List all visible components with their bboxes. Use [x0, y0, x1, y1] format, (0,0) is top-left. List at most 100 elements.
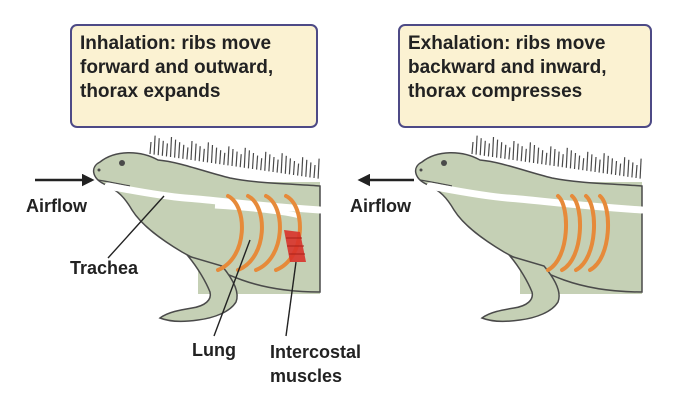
- crest-spike: [313, 164, 316, 179]
- callout-line: forward and outward,: [80, 57, 274, 78]
- dorsal-crest: [149, 135, 320, 179]
- rib: [574, 194, 596, 272]
- crest-spike: [594, 156, 597, 173]
- crest-spike: [210, 144, 214, 164]
- inhalation-callout: Inhalation: ribs move forward and outwar…: [70, 24, 318, 128]
- trachea-airway: [104, 182, 324, 214]
- crest-spike: [305, 159, 308, 177]
- crest-spike: [483, 140, 486, 156]
- crest-spike: [475, 135, 478, 155]
- crest-spike: [153, 135, 156, 155]
- crest-spike: [223, 152, 226, 165]
- crest-spike: [243, 147, 246, 168]
- crest-spike: [157, 138, 160, 156]
- crest-spike: [537, 147, 540, 164]
- crest-spike: [268, 154, 271, 172]
- crest-spike: [292, 160, 296, 176]
- crest-spike: [553, 148, 556, 167]
- crest-spike: [573, 152, 577, 170]
- crest-spike: [606, 155, 609, 174]
- rib: [560, 194, 582, 272]
- crest-spike: [284, 155, 287, 174]
- crest-spike: [231, 148, 234, 167]
- airflow-label-inhalation: Airflow: [26, 196, 87, 216]
- crest-spike: [182, 144, 185, 159]
- crest-spike: [565, 147, 568, 168]
- crest-spike: [276, 159, 279, 173]
- intercostal-muscles-label: Intercostal muscles: [270, 340, 361, 388]
- iguana-inhalation: [35, 135, 324, 337]
- crest-spike: [256, 155, 259, 170]
- crest-spike: [582, 158, 585, 171]
- crest-spike: [198, 146, 201, 162]
- crest-spike: [602, 153, 605, 174]
- crest-spike: [479, 138, 482, 156]
- crest-spike: [272, 156, 275, 173]
- dorsal-crest: [471, 135, 642, 179]
- crest-spike: [549, 146, 552, 166]
- trachea-leader: [107, 195, 165, 259]
- rib: [236, 194, 264, 272]
- crest-spike: [541, 150, 544, 165]
- rib: [254, 194, 282, 272]
- crest-spike: [264, 151, 267, 171]
- exhalation-callout: Exhalation: ribs move backward and inwar…: [398, 24, 652, 128]
- crest-spike: [623, 157, 626, 177]
- crest-spike: [487, 143, 490, 157]
- crest-spike: [598, 159, 601, 173]
- crest-spike: [206, 142, 209, 163]
- crest-spike: [496, 139, 499, 158]
- crest-spike: [149, 141, 152, 155]
- crest-spike: [500, 142, 503, 159]
- trachea-label: Trachea: [70, 258, 139, 278]
- rib: [588, 194, 610, 272]
- crest-spike: [194, 143, 197, 161]
- intercostal-label-line: Intercostal: [270, 342, 362, 362]
- crest-spike: [219, 150, 222, 165]
- crest-spike: [227, 146, 230, 166]
- crest-spike: [251, 152, 255, 170]
- crest-spike: [301, 157, 304, 177]
- crest-spike: [578, 155, 581, 170]
- crest-spike: [202, 148, 205, 162]
- crest-spike: [186, 147, 189, 160]
- crest-spike: [619, 163, 622, 176]
- crest-spike: [235, 151, 238, 167]
- crest-spike: [317, 158, 320, 179]
- crest-spike: [516, 143, 519, 161]
- crest-spike: [288, 158, 291, 175]
- crest-spike: [508, 147, 511, 160]
- crest-spike: [557, 151, 560, 167]
- lung: [214, 203, 301, 219]
- crest-spike: [524, 148, 527, 162]
- crest-spike: [610, 158, 613, 175]
- crest-spike: [545, 152, 548, 165]
- crest-spike: [174, 139, 177, 158]
- crest-spike: [590, 154, 593, 172]
- crest-spike: [586, 151, 589, 171]
- crest-spike: [639, 158, 642, 179]
- crest-spike: [520, 146, 523, 162]
- rib: [216, 194, 244, 272]
- intercostal-leader: [285, 261, 297, 337]
- crest-spike: [247, 150, 250, 169]
- callout-line: thorax expands: [80, 81, 221, 102]
- crest-spike: [280, 153, 283, 174]
- callout-line: Exhalation: ribs move: [408, 33, 606, 54]
- crest-spike: [561, 154, 564, 168]
- crest-spike: [297, 163, 300, 176]
- iguana-exhalation: [357, 135, 646, 323]
- crest-spike: [169, 136, 173, 158]
- crest-spike: [631, 162, 634, 178]
- airflow-label-exhalation: Airflow: [350, 196, 411, 216]
- callout-line: Inhalation: ribs move: [80, 33, 272, 54]
- rib: [546, 194, 568, 272]
- crest-spike: [471, 141, 474, 155]
- crest-spike: [260, 158, 263, 171]
- callout-line: backward and inward,: [408, 57, 607, 78]
- crest-spike: [190, 140, 193, 161]
- crest-spike: [635, 164, 638, 179]
- ribs-group: [546, 194, 610, 272]
